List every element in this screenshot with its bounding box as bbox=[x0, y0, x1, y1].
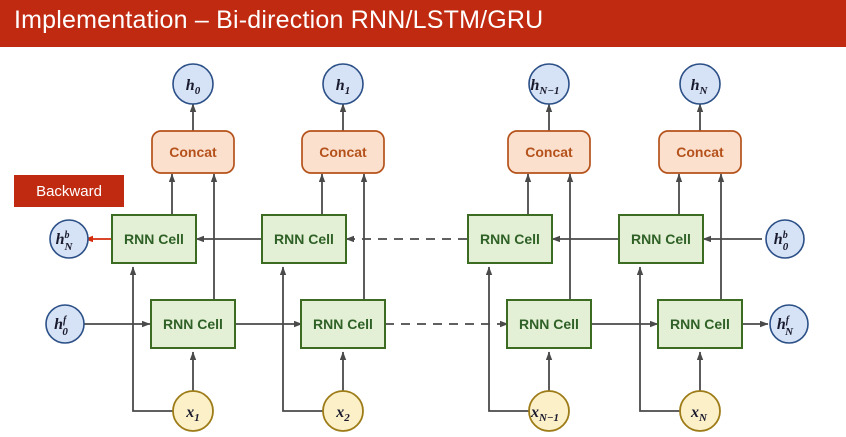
connector-lines bbox=[84, 103, 769, 412]
input-node-1: x2 bbox=[322, 390, 364, 432]
state-forward-right-sub: N bbox=[784, 326, 794, 338]
svg-text:h1: h1 bbox=[336, 77, 350, 97]
concat-label-1: Concat bbox=[319, 144, 367, 160]
output-node-base-1: h bbox=[336, 77, 345, 94]
forward-cell-label-0: RNN Cell bbox=[163, 316, 223, 332]
output-node-sub-3: N bbox=[698, 85, 708, 97]
concat-boxes: Concat Concat Concat Concat bbox=[151, 130, 742, 174]
backward-cell-1: RNN Cell bbox=[261, 214, 347, 264]
state-forward-right-sup: f bbox=[786, 315, 791, 326]
state-backward-right-sub: 0 bbox=[783, 241, 789, 253]
output-node-base-2: h bbox=[530, 77, 539, 94]
state-backward-right-sup: b bbox=[783, 230, 788, 241]
input-node-base-0: x bbox=[185, 404, 194, 421]
forward-cell-3: RNN Cell bbox=[657, 299, 743, 349]
input-node-0: x1 bbox=[172, 390, 214, 432]
output-node-sub-1: 1 bbox=[345, 85, 351, 97]
backward-cell-label-3: RNN Cell bbox=[631, 231, 691, 247]
output-node-sub-0: 0 bbox=[195, 85, 201, 97]
backward-cell-label-0: RNN Cell bbox=[124, 231, 184, 247]
input-node-sub-1: 2 bbox=[343, 412, 350, 424]
forward-rnn-cells: RNN Cell RNN Cell RNN Cell RNN Cell bbox=[150, 299, 743, 349]
concat-box-0: Concat bbox=[151, 130, 235, 174]
forward-cell-label-3: RNN Cell bbox=[670, 316, 730, 332]
concat-box-2: Concat bbox=[507, 130, 591, 174]
input-node-2: xN−1 bbox=[528, 390, 570, 432]
forward-cell-1: RNN Cell bbox=[300, 299, 386, 349]
state-backward-left-sup: b bbox=[64, 230, 69, 241]
backward-cell-3: RNN Cell bbox=[618, 214, 704, 264]
state-forward-right-base: h bbox=[777, 316, 786, 333]
svg-text:x2: x2 bbox=[335, 404, 350, 424]
backward-cell-label-2: RNN Cell bbox=[480, 231, 540, 247]
backward-cell-0: RNN Cell bbox=[111, 214, 197, 264]
state-backward-left-sub: N bbox=[63, 241, 73, 253]
concat-label-0: Concat bbox=[169, 144, 217, 160]
svg-text:xN: xN bbox=[690, 404, 708, 424]
input-to-backward-path-3 bbox=[636, 266, 681, 412]
state-forward-left-sup: f bbox=[63, 315, 68, 326]
svg-text:xN−1: xN−1 bbox=[530, 404, 559, 424]
svg-text:hN−1: hN−1 bbox=[530, 77, 559, 97]
output-node-0: h0 bbox=[172, 63, 214, 105]
output-node-sub-2: N−1 bbox=[538, 85, 559, 97]
concat-box-1: Concat bbox=[301, 130, 385, 174]
state-forward-left-base: h bbox=[54, 316, 63, 333]
output-node-3: hN bbox=[679, 63, 721, 105]
concat-label-3: Concat bbox=[676, 144, 724, 160]
input-to-backward-path-2 bbox=[485, 266, 530, 412]
svg-text:hf0: hf0 bbox=[54, 315, 68, 338]
svg-text:hN: hN bbox=[691, 77, 709, 97]
output-node-base-0: h bbox=[186, 77, 195, 94]
input-node-sub-2: N−1 bbox=[538, 412, 559, 424]
state-backward-right-base: h bbox=[774, 231, 783, 248]
input-node-3: xN bbox=[679, 390, 721, 432]
input-node-base-2: x bbox=[530, 404, 539, 421]
input-node-sub-3: N bbox=[698, 412, 708, 424]
state-backward-left-base: h bbox=[56, 231, 65, 248]
input-node-sub-0: 1 bbox=[194, 412, 200, 424]
input-to-backward-path-0 bbox=[129, 266, 174, 412]
output-node-1: h1 bbox=[322, 63, 364, 105]
svg-text:hbN: hbN bbox=[56, 230, 74, 253]
forward-cell-0: RNN Cell bbox=[150, 299, 236, 349]
concat-box-3: Concat bbox=[658, 130, 742, 174]
backward-cell-label-1: RNN Cell bbox=[274, 231, 334, 247]
output-node-base-3: h bbox=[691, 77, 700, 94]
svg-text:h0: h0 bbox=[186, 77, 201, 97]
backward-cell-2: RNN Cell bbox=[467, 214, 553, 264]
backward-rnn-cells: RNN Cell RNN Cell RNN Cell RNN Cell bbox=[111, 214, 704, 264]
slide-title: Implementation – Bi-direction RNN/LSTM/G… bbox=[14, 6, 544, 34]
forward-cell-2: RNN Cell bbox=[506, 299, 592, 349]
backward-legend-badge: Backward bbox=[14, 175, 124, 207]
forward-cell-label-1: RNN Cell bbox=[313, 316, 373, 332]
concat-label-2: Concat bbox=[525, 144, 573, 160]
input-node-base-3: x bbox=[690, 404, 699, 421]
backward-legend-label: Backward bbox=[36, 182, 102, 200]
forward-cell-label-2: RNN Cell bbox=[519, 316, 579, 332]
svg-text:x1: x1 bbox=[185, 404, 200, 424]
input-nodes: x1 x2 xN−1 xN bbox=[172, 390, 721, 432]
input-to-backward-path-1 bbox=[279, 266, 324, 412]
slide-title-bar: Implementation – Bi-direction RNN/LSTM/G… bbox=[0, 0, 846, 47]
output-node-2: hN−1 bbox=[528, 63, 570, 105]
svg-text:hb0: hb0 bbox=[774, 230, 789, 253]
input-node-base-1: x bbox=[335, 404, 344, 421]
output-nodes: h0 h1 hN−1 hN bbox=[172, 63, 721, 105]
state-forward-left-sub: 0 bbox=[62, 326, 68, 338]
svg-text:hfN: hfN bbox=[777, 315, 794, 338]
